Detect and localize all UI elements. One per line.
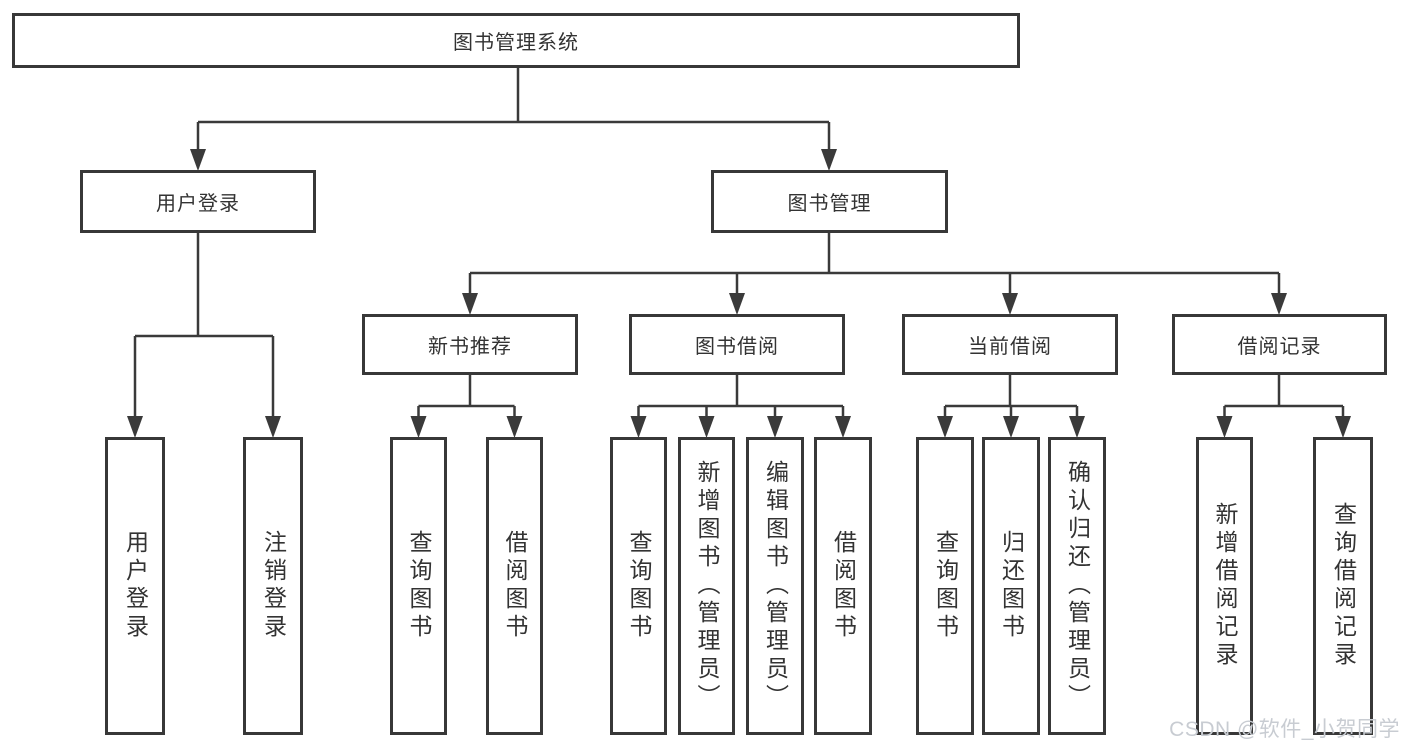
- node-add-book-admin: 新增图书（管理员）: [678, 437, 735, 735]
- node-library-system: 图书管理系统: [12, 13, 1020, 68]
- node-new-book-recommend: 新书推荐: [362, 314, 578, 375]
- node-user-login: 用户登录: [80, 170, 316, 233]
- node-book-management: 图书管理: [711, 170, 948, 233]
- node-borrow-records: 借阅记录: [1172, 314, 1387, 375]
- node-edit-book-admin: 编辑图书（管理员）: [746, 437, 804, 735]
- node-query-books-recommend: 查询图书: [390, 437, 447, 735]
- node-current-borrow: 当前借阅: [902, 314, 1118, 375]
- node-add-borrow-record: 新增借阅记录: [1196, 437, 1253, 735]
- node-confirm-return-admin: 确认归还（管理员）: [1048, 437, 1106, 735]
- node-logout-leaf: 注销登录: [243, 437, 303, 735]
- node-borrow-books-leaf: 借阅图书: [814, 437, 872, 735]
- node-borrow-books-recommend: 借阅图书: [486, 437, 543, 735]
- node-user-login-leaf: 用户登录: [105, 437, 165, 735]
- node-query-books-current: 查询图书: [916, 437, 974, 735]
- csdn-watermark: CSDN @软件_小贺同学: [1169, 718, 1400, 741]
- node-query-borrow-record: 查询借阅记录: [1313, 437, 1373, 735]
- node-return-books: 归还图书: [982, 437, 1040, 735]
- node-book-borrow: 图书借阅: [629, 314, 845, 375]
- node-query-books-borrow: 查询图书: [610, 437, 667, 735]
